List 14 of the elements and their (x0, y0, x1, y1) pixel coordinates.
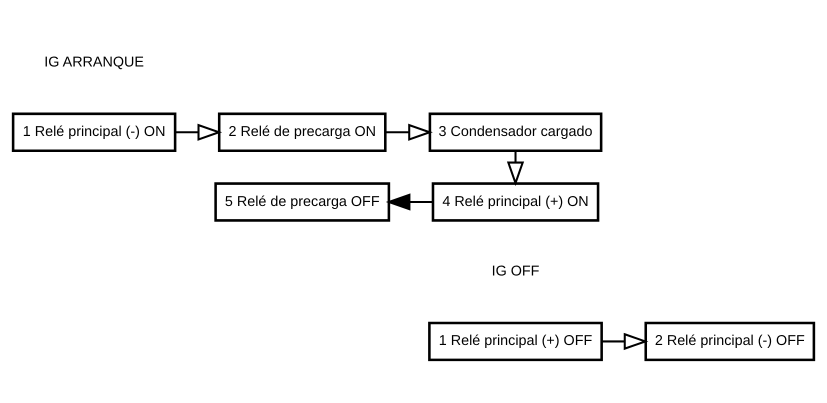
node-box: 2 Relé de precarga ON (218, 112, 387, 152)
node-box: 3 Condensador cargado (428, 112, 602, 152)
node-box: 1 Relé principal (-) ON (12, 112, 176, 152)
label: IG ARRANQUE (44, 54, 144, 70)
node-box: 4 Relé principal (+) ON (432, 182, 600, 222)
node-box: 5 Relé de precarga OFF (214, 182, 390, 222)
arrow (506, 150, 524, 186)
arrow (386, 192, 433, 210)
arrow (602, 332, 648, 350)
node-box: 2 Relé principal (-) OFF (644, 321, 816, 361)
label: IG OFF (492, 263, 540, 280)
arrow (386, 123, 433, 140)
node-box: 1 Relé principal (+) OFF (428, 321, 603, 361)
arrow (175, 123, 222, 140)
